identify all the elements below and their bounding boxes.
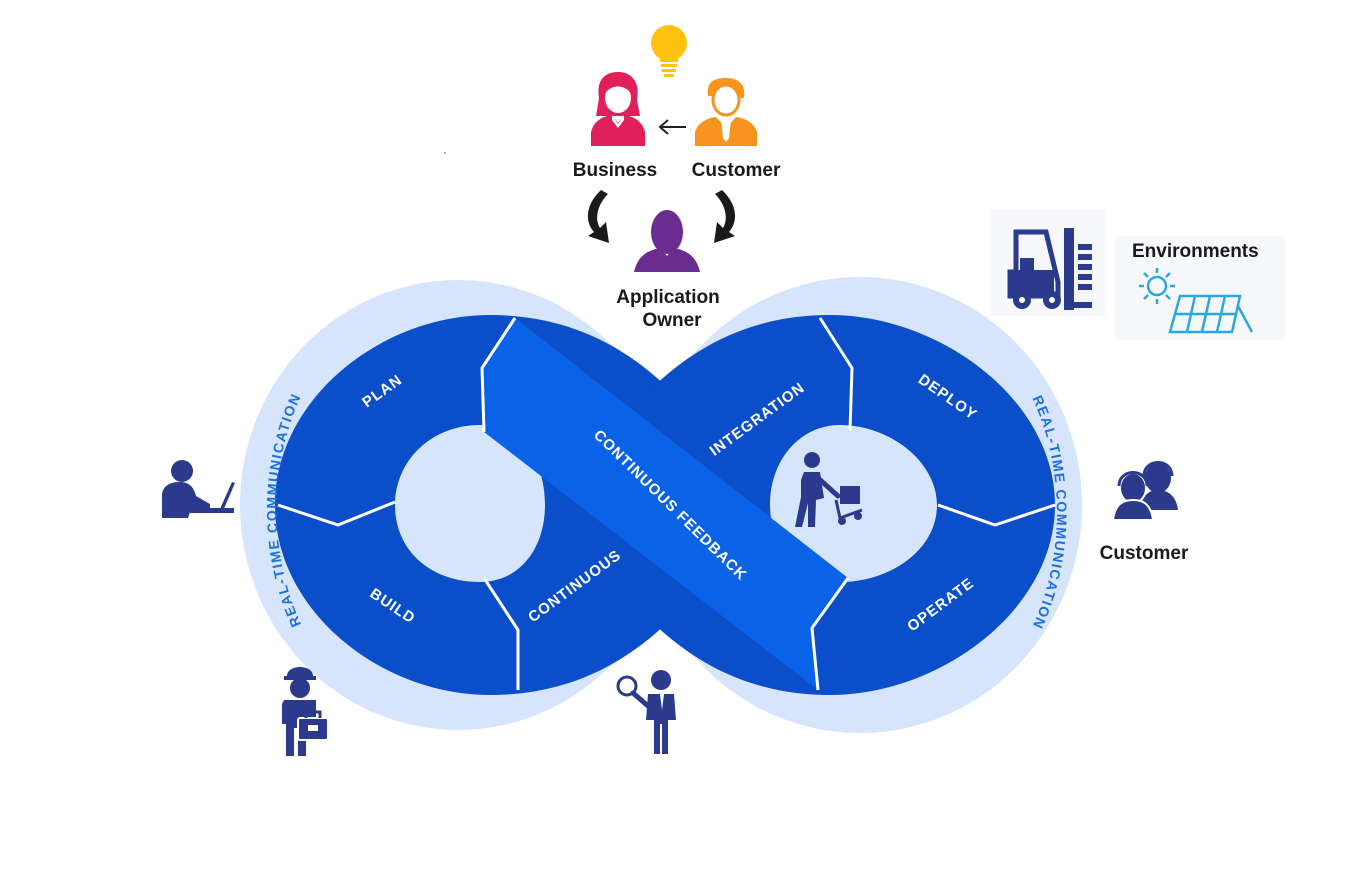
feedback-band (482, 318, 848, 690)
worker-toolbox-icon (282, 667, 329, 756)
customer-top-label: Customer (692, 160, 781, 181)
arrow-left-icon (658, 119, 686, 135)
customer-person-icon (695, 78, 757, 146)
business-label: Business (573, 160, 657, 181)
curved-arrow-left-icon (587, 190, 609, 243)
application-owner-label-line2: Owner (642, 310, 702, 331)
segment-dividers (277, 317, 1056, 691)
business-person-icon (591, 72, 645, 146)
environments-card (1114, 236, 1286, 340)
delivery-worker-icon (795, 452, 863, 527)
lightbulb-icon (651, 25, 687, 77)
laptop-user-icon (162, 460, 235, 518)
sun-icon (1139, 268, 1175, 304)
inspector-magnifier-icon (616, 670, 676, 754)
stray-dot (444, 152, 446, 154)
customer-right-label: Customer (1100, 543, 1189, 564)
application-owner-icon (634, 210, 700, 272)
solar-panel-icon (1168, 294, 1254, 334)
curved-arrow-right-icon (714, 190, 736, 243)
forklift-icon (1007, 228, 1092, 310)
customer-support-icon (1111, 461, 1178, 521)
environments-label: Environments (1132, 241, 1259, 262)
application-owner-label-line1: Application (616, 287, 719, 308)
